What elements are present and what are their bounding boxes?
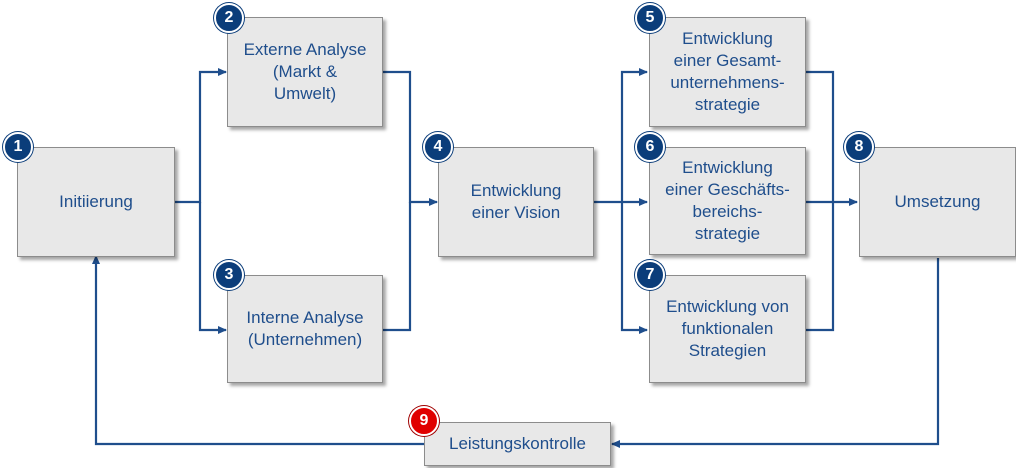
arrow-9-to-1 — [92, 255, 424, 446]
step-number-badge: 8 — [844, 132, 874, 162]
step-label: Leistungskontrolle — [448, 434, 587, 453]
step-interne-analyse: Interne Analyse (Unternehmen) — [227, 275, 383, 383]
arrow-8-to-9 — [611, 258, 940, 448]
arrow-3-to-4 — [383, 202, 412, 332]
arrow-2-to-4 — [383, 70, 438, 206]
arrow-4-to-7 — [620, 202, 648, 334]
step-number-badge: 4 — [423, 132, 453, 162]
arrow-7-to-8 — [806, 202, 835, 332]
step-number-badge: 5 — [635, 3, 665, 33]
step-number-badge: 7 — [635, 260, 665, 290]
step-initiierung: Initiierung — [17, 147, 175, 257]
arrow-1-to-2 — [175, 68, 227, 204]
step-label: Externe Analyse (Markt & Umwelt) — [243, 40, 367, 103]
step-number-badge-alert: 9 — [409, 406, 439, 436]
step-geschaeftsbereichsstrategie: Entwicklung einer Geschäfts- bereichs- s… — [649, 147, 806, 255]
step-label: Initiierung — [59, 192, 133, 211]
step-vision: Entwicklung einer Vision — [438, 147, 594, 257]
step-number-badge: 2 — [214, 3, 244, 33]
step-label: Entwicklung einer Gesamt- unternehmens- … — [670, 29, 785, 114]
step-label: Entwicklung einer Vision — [470, 181, 562, 222]
step-umsetzung: Umsetzung — [859, 147, 1016, 257]
step-gesamtunternehmensstrategie: Entwicklung einer Gesamt- unternehmens- … — [649, 17, 806, 127]
arrow-4-to-5 — [620, 68, 648, 202]
step-number-badge: 3 — [214, 260, 244, 290]
step-label: Entwicklung einer Geschäfts- bereichs- s… — [665, 158, 790, 243]
arrow-5-to-8 — [806, 70, 835, 202]
step-leistungskontrolle: Leistungskontrolle — [424, 422, 611, 466]
step-label: Interne Analyse (Unternehmen) — [246, 308, 364, 349]
arrow-1-to-3 — [198, 202, 227, 334]
step-label: Umsetzung — [894, 192, 981, 211]
step-number-badge: 6 — [635, 132, 665, 162]
step-label: Entwicklung von funktionalen Strategien — [666, 297, 789, 360]
step-funktionale-strategien: Entwicklung von funktionalen Strategien — [649, 275, 806, 383]
step-number-badge: 1 — [3, 132, 33, 162]
step-externe-analyse: Externe Analyse (Markt & Umwelt) — [227, 17, 383, 127]
